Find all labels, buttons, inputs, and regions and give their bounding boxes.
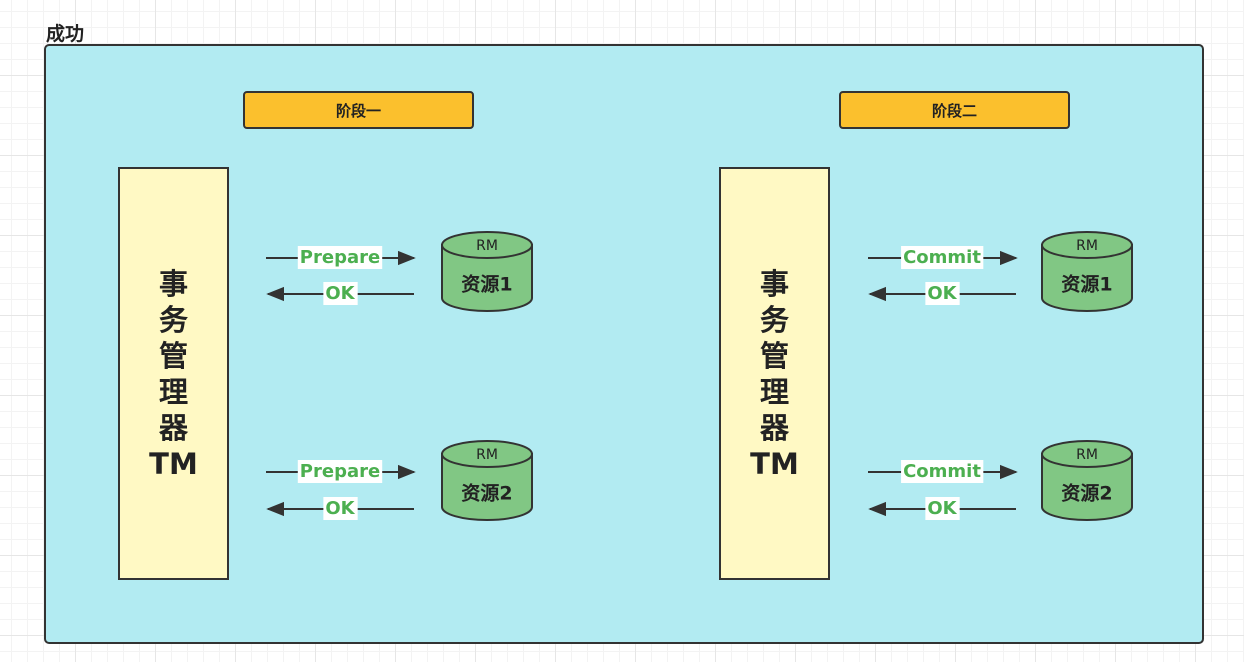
label-background xyxy=(297,246,383,269)
arrow-label: OK xyxy=(927,283,957,304)
tm-box-phase-1: 事 务 管 理 器 TM xyxy=(118,167,229,580)
tm-char: 务 xyxy=(158,302,188,337)
rm-cylinder-body xyxy=(1041,453,1133,521)
resource-name: 资源2 xyxy=(461,482,512,505)
resource-name: 资源1 xyxy=(1061,273,1112,296)
resource-name: 资源1 xyxy=(461,273,512,296)
label-background xyxy=(901,246,984,269)
tm-char: 理 xyxy=(759,374,789,409)
tm-suffix: TM xyxy=(750,446,799,481)
arrow-label: OK xyxy=(325,283,355,304)
tm-box-phase-2: 事 务 管 理 器 TM xyxy=(719,167,830,580)
tm-char: 理 xyxy=(158,374,188,409)
label-background xyxy=(925,497,960,520)
rm-label: RM xyxy=(476,447,498,463)
phase-2-box: 阶段二 xyxy=(839,91,1070,129)
arrow-label: Prepare xyxy=(300,247,380,268)
arrow-label: Commit xyxy=(903,461,981,482)
tm-label: 事 务 管 理 器 TM xyxy=(144,266,204,482)
rm-cylinder-body xyxy=(441,453,533,521)
tm-label: 事 务 管 理 器 TM xyxy=(745,266,805,482)
rm-label: RM xyxy=(1076,238,1098,254)
rm-label: RM xyxy=(476,238,498,254)
rm-cylinder-top xyxy=(441,231,533,259)
arrow-label: Commit xyxy=(903,247,981,268)
arrow-label: Prepare xyxy=(300,461,380,482)
label-background xyxy=(323,282,358,305)
resource-name: 资源2 xyxy=(1061,482,1112,505)
rm-cylinder-body xyxy=(1041,244,1133,312)
tm-char: 务 xyxy=(759,302,789,337)
tm-suffix: TM xyxy=(149,446,198,481)
arrow-label: OK xyxy=(325,498,355,519)
tm-char: 事 xyxy=(759,266,789,301)
tm-char: 器 xyxy=(759,410,789,445)
label-background xyxy=(925,282,960,305)
rm-cylinder-top xyxy=(441,440,533,468)
label-background xyxy=(323,497,358,520)
rm-label: RM xyxy=(1076,447,1098,463)
frame-title: 成功 xyxy=(46,23,85,45)
arrow-label: OK xyxy=(927,498,957,519)
rm-cylinder-top xyxy=(1041,440,1133,468)
label-background xyxy=(297,460,383,483)
phase-1-box: 阶段一 xyxy=(243,91,474,129)
label-background xyxy=(901,460,984,483)
tm-char: 管 xyxy=(759,338,789,373)
diagram-panel xyxy=(44,44,1204,644)
rm-cylinder-body xyxy=(441,244,533,312)
rm-cylinder-top xyxy=(1041,231,1133,259)
tm-char: 管 xyxy=(158,338,188,373)
tm-char: 事 xyxy=(158,266,188,301)
tm-char: 器 xyxy=(158,410,188,445)
